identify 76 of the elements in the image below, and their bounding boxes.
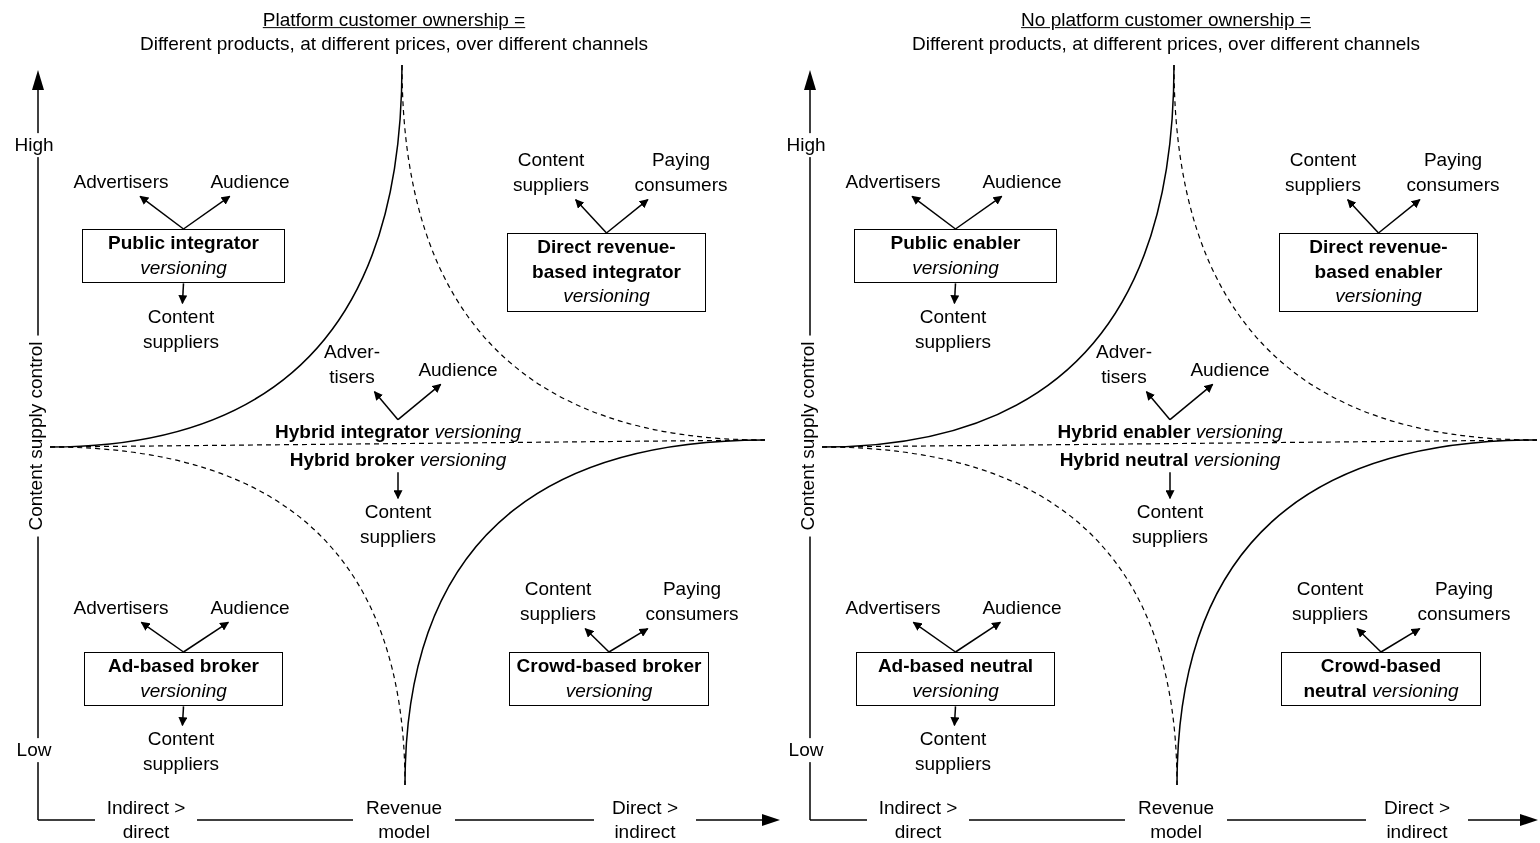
role-name: Ad-based neutral	[876, 654, 1035, 678]
actor-label: Content suppliers	[1120, 500, 1220, 550]
actor-label: Hybrid broker versioning	[289, 447, 507, 473]
versioning-label: versioning	[139, 678, 228, 703]
role-box	[84, 652, 283, 707]
versioning-label: versioning	[562, 284, 651, 309]
arrow	[397, 383, 442, 421]
role-label: Crowd-based neutral versioning	[1302, 654, 1460, 703]
actor-label: Paying consumers	[1393, 148, 1513, 198]
actor-label: Content suppliers	[348, 500, 448, 550]
arrow	[1380, 627, 1421, 653]
actor-label: Adver- tisers	[317, 340, 387, 390]
arrow	[1377, 198, 1421, 234]
versioning-label: versioning	[139, 255, 228, 280]
versioning-label: versioning	[911, 255, 1000, 280]
actor-label: Content suppliers	[903, 305, 1003, 355]
arrow	[373, 390, 399, 421]
actor-label: Hybrid enabler versioning	[1057, 419, 1283, 445]
actor-label: Advertisers	[73, 595, 169, 621]
arrow	[182, 621, 230, 653]
arrow	[912, 621, 957, 653]
role-name: Public integrator	[107, 231, 260, 255]
arrow	[1165, 471, 1175, 500]
actor-label: Content suppliers	[903, 727, 1003, 777]
role-box	[854, 229, 1057, 284]
arrow	[605, 198, 649, 234]
role-name: Public enabler	[889, 231, 1022, 255]
versioning-label: versioning	[911, 678, 1000, 703]
arrow	[1346, 198, 1380, 234]
actor-label: Audience	[1190, 357, 1270, 383]
role-label: Crowd-based broker versioning	[516, 654, 702, 703]
arrow	[393, 471, 403, 500]
actor-label: Paying consumers	[621, 148, 741, 198]
actor-label: Audience	[418, 357, 498, 383]
actor-label: Audience	[982, 595, 1062, 621]
actor-label: Content suppliers	[501, 148, 601, 198]
actor-label: Content suppliers	[131, 305, 231, 355]
role-box	[507, 233, 706, 313]
arrow	[954, 621, 1002, 653]
role-box	[856, 652, 1055, 707]
arrow	[140, 621, 185, 653]
arrow	[1145, 390, 1171, 421]
arrow	[178, 282, 188, 305]
arrow	[182, 195, 231, 230]
actor-label: Content suppliers	[1273, 148, 1373, 198]
role-box	[509, 652, 709, 707]
arrow	[911, 195, 957, 230]
arrow	[950, 705, 960, 727]
actor-label: Advertisers	[845, 169, 941, 195]
role-box	[82, 229, 285, 284]
actor-label: Advertisers	[73, 169, 169, 195]
actor-label: Paying consumers	[632, 577, 752, 627]
actor-label: Paying consumers	[1404, 577, 1524, 627]
arrow	[584, 627, 610, 653]
actor-label: Adver- tisers	[1089, 340, 1159, 390]
arrow	[1356, 627, 1382, 653]
actor-label: Audience	[210, 595, 290, 621]
actor-label: Advertisers	[845, 595, 941, 621]
actor-label: Audience	[210, 169, 290, 195]
arrow	[139, 195, 185, 230]
role-box	[1279, 233, 1478, 313]
actor-label: Content suppliers	[508, 577, 608, 627]
actor-label: Hybrid neutral versioning	[1059, 447, 1281, 473]
arrow	[574, 198, 608, 234]
actor-label: Content suppliers	[1280, 577, 1380, 627]
arrow	[954, 195, 1003, 230]
versioning-label: versioning	[1334, 284, 1423, 309]
actor-label: Content suppliers	[131, 727, 231, 777]
role-box	[1281, 652, 1481, 707]
role-name: Ad-based broker	[107, 654, 260, 678]
arrow	[608, 627, 649, 653]
arrow	[178, 705, 188, 727]
actor-label: Hybrid integrator versioning	[275, 419, 521, 445]
arrow	[1169, 383, 1214, 421]
arrow	[950, 282, 960, 305]
actor-label: Audience	[982, 169, 1062, 195]
